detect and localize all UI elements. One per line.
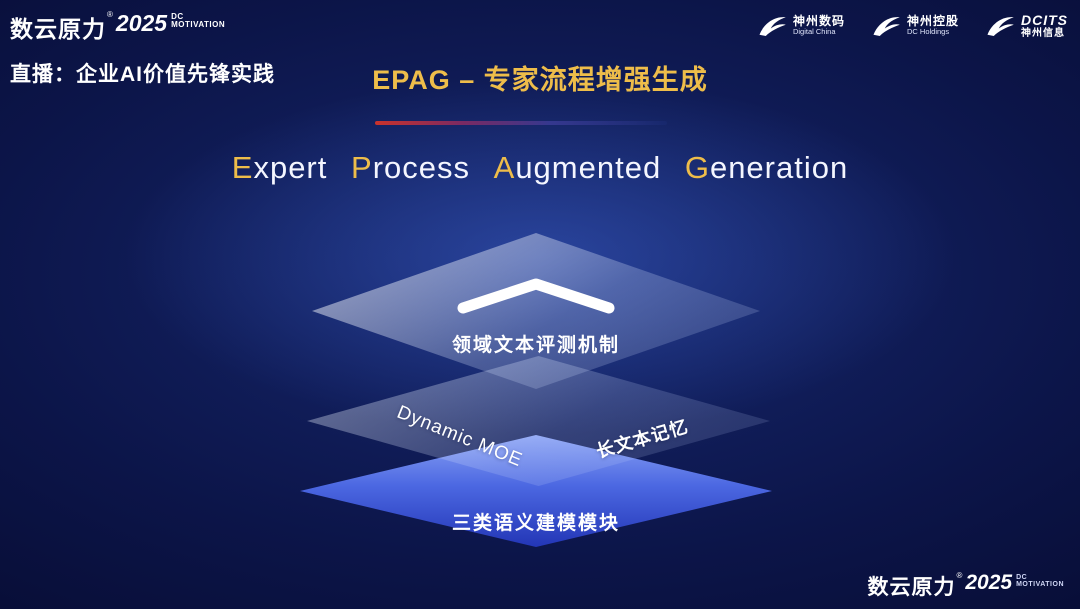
- brand-suffix-line2: MOTIVATION: [1016, 581, 1064, 589]
- top-layer-label: 领域文本评测机制: [451, 335, 620, 356]
- partner-name-en: Digital China: [792, 27, 836, 37]
- partner-name-en: DC Holdings: [906, 27, 950, 37]
- partner-digital-china: 神州数码 Digital China: [757, 13, 845, 39]
- registered-mark: ®: [107, 10, 113, 19]
- partner-name-secondary: 神州信息: [1021, 28, 1065, 40]
- partner-logos: 神州数码 Digital China 神州控股 DC Holdings DCIT…: [757, 12, 1068, 40]
- brand-suffix-line2: MOTIVATION: [171, 20, 226, 30]
- partner-dc-holdings: 神州控股 DC Holdings: [871, 13, 959, 39]
- subtitle-word: Expert: [231, 150, 328, 185]
- layered-stack-diagram: 领域文本评测机制 Dynamic MOE 长文本记忆 三类语义建模模块: [285, 228, 795, 568]
- dc-holdings-swoosh-icon: [873, 16, 900, 36]
- brand-logo-bottom-right: 数云原力®2025 DC MOTIVATION: [867, 571, 1064, 601]
- chevron-up-icon: [457, 278, 615, 314]
- partner-dcits: DCITS 神州信息: [985, 12, 1068, 40]
- brand-name: 数云原力: [867, 576, 956, 599]
- partner-name-cn: 神州控股: [906, 13, 959, 28]
- page-title: EPAG – 专家流程增强生成: [372, 65, 708, 95]
- brand-logo-top-left: 数云原力®2025 DC MOTIVATION: [10, 10, 225, 44]
- brand-name: 数云原力: [10, 16, 106, 42]
- brand-suffix-line1: DC: [171, 12, 184, 21]
- subtitle: Expert Process Augmented Generation: [0, 150, 1080, 186]
- bottom-layer-label: 三类语义建模模块: [451, 513, 620, 534]
- partner-name-primary: DCITS: [1021, 12, 1068, 28]
- subtitle-word: Generation: [684, 150, 849, 185]
- subtitle-word: Process: [351, 150, 470, 185]
- brand-suffix: DC MOTIVATION: [1016, 574, 1064, 589]
- digital-china-swoosh-icon: [759, 16, 786, 36]
- subtitle-word: Augmented: [493, 150, 662, 185]
- gradient-divider: [375, 121, 667, 125]
- brand-suffix: DC MOTIVATION: [171, 12, 226, 30]
- brand-year: 2025: [115, 10, 168, 36]
- partner-name-cn: 神州数码: [792, 13, 845, 28]
- live-stream-label: 直播：企业AI价值先锋实践: [10, 63, 275, 86]
- brand-suffix-line1: DC: [1016, 574, 1028, 581]
- dcits-swoosh-icon: [987, 16, 1014, 36]
- brand-year: 2025: [965, 571, 1013, 594]
- registered-mark: ®: [956, 571, 963, 580]
